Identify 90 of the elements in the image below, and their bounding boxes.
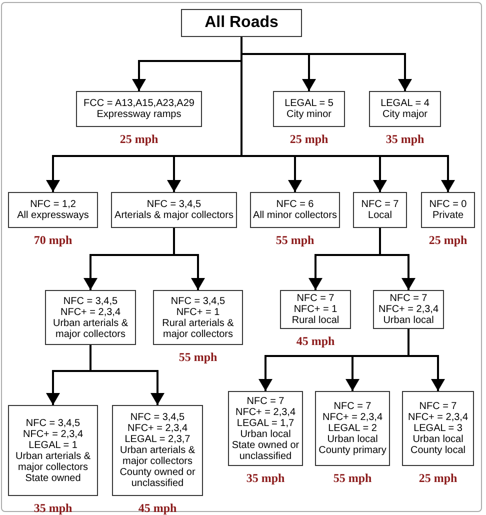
condition-text: Rural arterials & major collectors [161,318,235,340]
speed-label: 55 mph [276,233,314,247]
process-box [8,405,98,496]
process-box [373,290,444,329]
process-box [112,405,203,496]
speed-label: 35 mph [246,471,285,485]
condition-text: NFC = 3,4,5 [130,412,185,423]
condition-text: Urban local [412,434,464,445]
condition-text: NFC = 6 [276,199,314,210]
condition-text: NFC = 7 [390,293,428,304]
condition-text: NFC+ = 2,3,4 [127,423,188,434]
condition-text: All expressways [17,210,89,221]
condition-text: LEGAL = 3 [414,423,462,434]
condition-text: NFC+ = 1 [294,304,338,315]
process-box [76,91,202,127]
condition-text: Arterials & major collectors [114,210,234,221]
condition-text: NFC = 7 [334,401,372,412]
condition-text: County owned or unclassified [118,467,196,489]
condition-text: LEGAL = 2,3,7 [124,434,190,445]
process-box [228,391,303,466]
condition-text: NFC = 7 [361,199,399,210]
process-box [153,290,243,345]
condition-text: NFC+ = 2,3,4 [322,412,383,423]
condition-text: All minor collectors [253,210,337,221]
condition-text: Urban local [240,428,291,440]
process-box [181,9,302,37]
condition-text: State owned [25,472,81,484]
condition-text: Urban arterials & major collectors [14,450,92,472]
condition-text: LEGAL = 4 [380,98,430,109]
condition-text: State owned or unclassified [230,440,300,462]
condition-text: Expressway ramps [96,109,182,120]
process-box [315,391,390,466]
speed-label: 70 mph [34,233,72,247]
condition-text: Urban local [383,315,434,326]
condition-text: NFC+ = 2,3,4 [235,406,296,418]
speed-label: 55 mph [333,471,372,485]
speed-label: 25 mph [418,471,458,485]
condition-text: Local [368,210,392,221]
condition-text: NFC+ = 1 [176,306,220,318]
condition-text: Urban arterials & major collectors [52,318,130,340]
title-text: All Roads [204,14,278,32]
condition-text: NFC+ = 2,3,4 [60,306,121,318]
process-box [369,91,441,127]
condition-text: Urban arterials & major collectors [118,445,196,467]
process-box [45,290,136,345]
speed-label: 25 mph [290,132,328,146]
condition-text: NFC = 3,4,5 [63,296,118,306]
condition-text: LEGAL = 1 [28,440,78,450]
arrow [173,228,205,290]
condition-text: NFC = 1,2 [30,199,76,210]
process-box [280,290,351,329]
condition-text: County primary [318,445,386,456]
process-box [250,192,340,228]
condition-text: Rural local [292,315,340,326]
process-box [353,192,407,228]
condition-text: NFC+ = 2,3,4 [22,428,84,440]
arrow [90,345,164,405]
condition-text: NFC = 7 [246,396,284,406]
condition-text: LEGAL = 2 [328,423,377,434]
condition-text: City major [382,109,428,120]
process-box [111,192,237,228]
arrow [240,37,455,192]
condition-text: Urban local [327,434,378,445]
condition-text: Private [432,210,464,221]
speed-label: 25 mph [428,233,468,247]
condition-text: NFC = 7 [419,401,457,412]
condition-text: NFC+ = 2,3,4 [408,412,468,423]
condition-text: NFC = 7 [296,293,334,304]
condition-text: County local [410,445,466,456]
arrow [379,228,416,290]
speed-label: 55 mph [178,350,218,364]
speed-label: 45 mph [296,334,335,348]
speed-label: 35 mph [386,132,424,146]
condition-text: LEGAL = 5 [284,98,334,109]
condition-text: FCC = A13,A15,A23,A29 [84,98,194,109]
process-box [421,192,475,228]
process-box [273,91,345,127]
condition-text: LEGAL = 1,7 [236,418,294,428]
speed-label: 35 mph [34,501,72,515]
process-box [402,391,474,466]
speed-label: 45 mph [138,501,177,515]
arrow [408,329,445,391]
speed-label: 25 mph [120,132,158,146]
condition-text: NFC = 3,4,5 [170,296,226,306]
condition-text: City minor [286,109,332,120]
process-box [8,192,98,228]
condition-text: NFC = 0 [429,199,467,210]
condition-text: NFC = 3,4,5 [26,418,80,428]
condition-text: NFC+ = 2,3,4 [378,304,439,315]
condition-text: NFC = 3,4,5 [146,199,202,210]
